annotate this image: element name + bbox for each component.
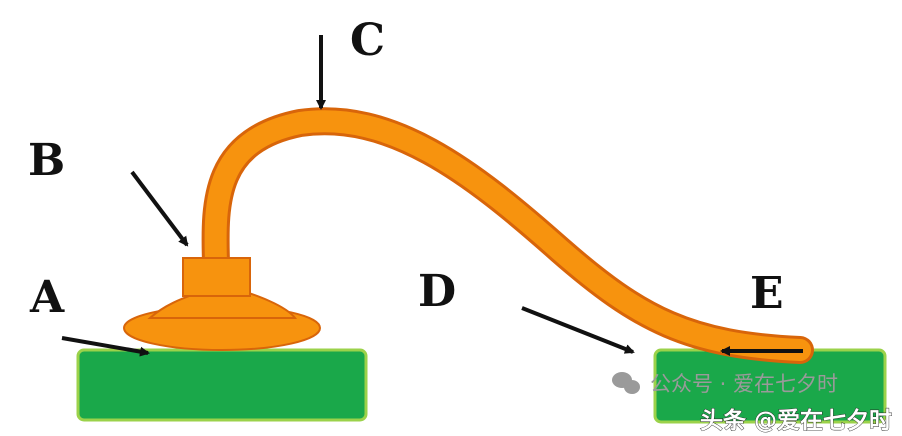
label-c: C xyxy=(350,15,385,66)
ball-neck xyxy=(182,257,251,297)
arrow-b xyxy=(130,170,189,247)
wechat-icon xyxy=(612,372,640,394)
label-e: E xyxy=(750,268,784,319)
label-a: A xyxy=(29,272,65,323)
wechat-watermark: 公众号 · 爱在七夕时 xyxy=(650,372,838,396)
toutiao-watermark: 头条 @爱在七夕时 xyxy=(700,407,892,434)
arrow-a xyxy=(61,336,150,357)
bond-wire-fill xyxy=(204,110,811,361)
left-bond-pad xyxy=(76,348,368,422)
label-b: B xyxy=(28,135,65,186)
arrow-d xyxy=(521,306,635,354)
label-d: D xyxy=(418,266,456,317)
